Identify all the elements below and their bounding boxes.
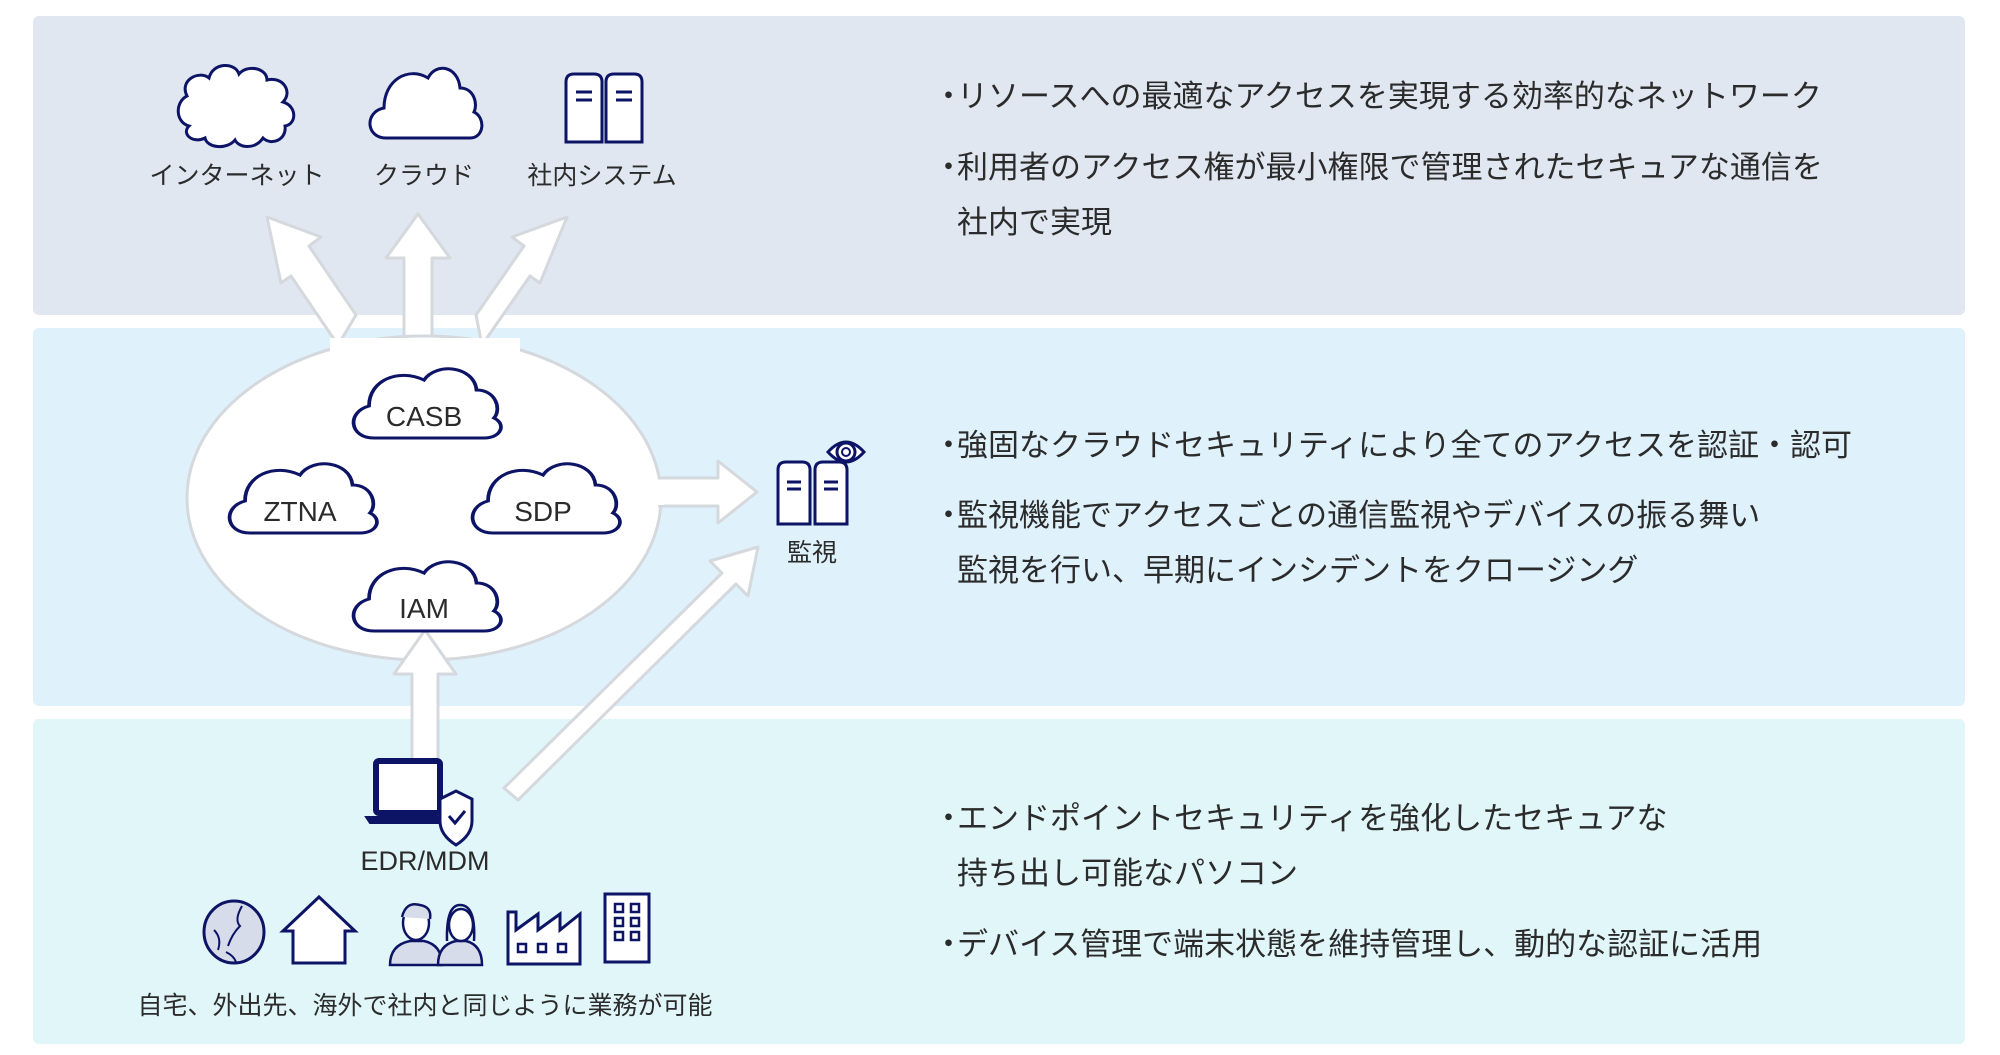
bottom-bullet-2: ・デバイス管理で端末状態を維持管理し、動的な認証に活用 <box>933 930 1762 961</box>
arrows-to-destinations <box>265 212 569 347</box>
middle-bullet-2: ・監視機能でアクセスごとの通信監視やデバイスの振る舞い <box>933 501 1760 532</box>
service-label-ztna: ZTNA <box>263 496 336 527</box>
locations-caption: 自宅、外出先、海外で社内と同じように業務が可能 <box>137 991 713 1020</box>
arrow-to-internal-system <box>474 215 569 347</box>
monitor-label: 監視 <box>786 538 838 567</box>
top-panel-destinations <box>33 16 1965 315</box>
people-icon <box>388 903 484 967</box>
bottom-bullet-1-line-2: 持ち出し可能なパソコン <box>957 856 1298 892</box>
middle-bullet-1-line-1: 強固なクラウドセキュリティにより全てのアクセスを認証・認可 <box>957 428 1852 464</box>
arrow-to-cloud <box>384 212 452 347</box>
bullet-mark: ・ <box>933 79 964 115</box>
middle-bullet-2-line-1: 監視機能でアクセスごとの通信監視やデバイスの振る舞い <box>957 498 1761 534</box>
internet-cloud-icon <box>176 64 296 148</box>
top-bullet-1: ・リソースへの最適なアクセスを実現する効率的なネットワーク <box>933 82 1822 113</box>
monitoring-server-eye-icon <box>776 440 867 526</box>
middle-bullet-1: ・強固なクラウドセキュリティにより全てのアクセスを認証・認可 <box>933 431 1852 462</box>
endpoint-label: EDR/MDM <box>360 846 490 876</box>
bullet-mark: ・ <box>933 927 964 963</box>
bullet-mark: ・ <box>933 150 964 186</box>
top-bullet-2: ・利用者のアクセス権が最小権限で管理されたセキュアな通信を <box>933 153 1823 184</box>
arrow-laptop-to-iam <box>392 628 458 762</box>
arrow-laptop-to-monitor <box>502 545 760 802</box>
top-bullet-1-line-1: リソースへの最適なアクセスを実現する効率的なネットワーク <box>957 79 1822 115</box>
service-label-casb: CASB <box>386 401 462 432</box>
destination-label-internal-system: 社内システム <box>527 161 677 190</box>
bullet-mark: ・ <box>933 801 964 837</box>
bottom-bullet-1: ・エンドポイントセキュリティを強化したセキュアな <box>933 804 1668 835</box>
office-building-icon <box>603 892 651 964</box>
destination-label-cloud: クラウド <box>373 161 475 190</box>
service-label-sdp: SDP <box>514 496 572 527</box>
cloud-icon <box>368 66 484 140</box>
bottom-bullet-2-line-1: デバイス管理で端末状態を維持管理し、動的な認証に活用 <box>957 927 1763 963</box>
globe-icon <box>202 899 266 965</box>
service-label-iam: IAM <box>399 593 449 624</box>
top-bullet-2-line-2: 社内で実現 <box>957 205 1112 241</box>
factory-icon <box>506 910 582 966</box>
server-icon <box>564 72 644 144</box>
bullet-mark: ・ <box>933 428 964 464</box>
middle-bullet-2-line-2: 監視を行い、早期にインシデントをクロージング <box>957 553 1639 589</box>
bottom-bullet-1-line-1: エンドポイントセキュリティを強化したセキュアな <box>957 801 1668 837</box>
bullet-mark: ・ <box>933 498 964 534</box>
house-icon <box>279 894 359 965</box>
destination-label-internet: インターネット <box>149 161 325 190</box>
top-bullet-2-line-1: 利用者のアクセス権が最小権限で管理されたセキュアな通信を <box>957 150 1823 186</box>
arrow-to-monitor <box>658 459 759 525</box>
arrow-to-internet <box>265 215 358 347</box>
bottom-panel-endpoint <box>33 719 1965 1044</box>
laptop-shield-icon <box>364 758 474 847</box>
